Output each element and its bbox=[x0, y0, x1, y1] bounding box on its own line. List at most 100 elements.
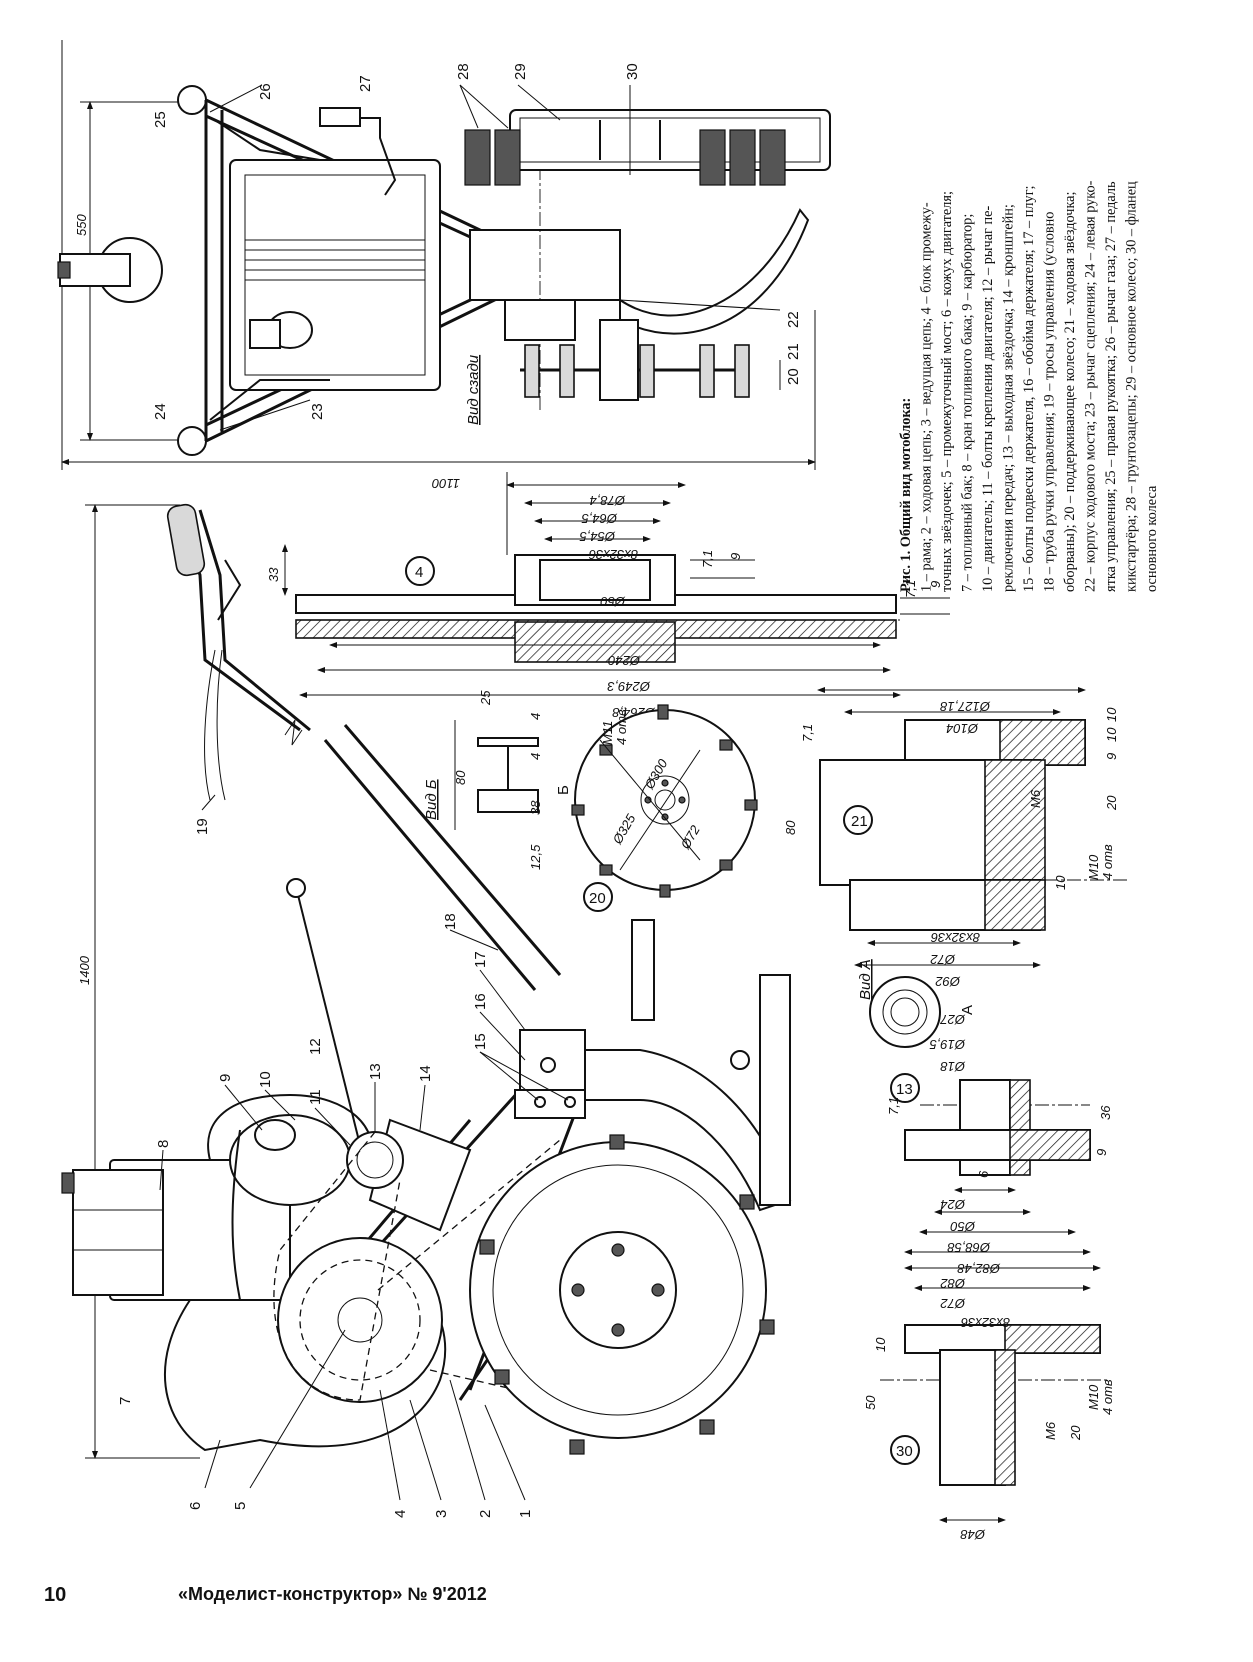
callout-3: 3 bbox=[433, 1510, 450, 1518]
dim-6: 6 bbox=[976, 1170, 991, 1178]
callout-4: 4 bbox=[392, 1510, 409, 1518]
caption-line: реключения передач; 13 – выходная звёздо… bbox=[1001, 204, 1017, 592]
dim-48: Ø48 bbox=[960, 1527, 986, 1542]
dim-50: Ø50 bbox=[600, 594, 626, 609]
dim-92: Ø92 bbox=[935, 974, 961, 989]
callout-14: 14 bbox=[417, 1065, 434, 1082]
dim-8x32x36: 8х32х36 bbox=[588, 547, 638, 562]
detail-marker-21: 21 bbox=[851, 813, 868, 830]
view-rear-title: Вид сзади bbox=[465, 354, 482, 425]
callout-10: 10 bbox=[257, 1071, 274, 1088]
dim-25: 25 bbox=[478, 690, 493, 706]
dim-68-58: Ø68,58 bbox=[947, 1240, 991, 1255]
side-wheel-lugs bbox=[479, 1134, 775, 1455]
dim-10-21b: 10 bbox=[1104, 707, 1119, 722]
dim-249-3: Ø249,3 bbox=[607, 679, 651, 694]
view-b-title: Вид Б bbox=[423, 779, 440, 820]
dim-78-4: Ø78,4 bbox=[590, 493, 626, 508]
dim-4-a: 4 bbox=[528, 713, 543, 720]
dim-33: 33 bbox=[266, 567, 281, 582]
callout-13: 13 bbox=[367, 1063, 384, 1080]
dim-m11-holes: 4 отв. bbox=[614, 706, 629, 745]
dim-m11: M11 bbox=[600, 721, 615, 745]
page-number: 10 bbox=[44, 1584, 67, 1606]
callout-12: 12 bbox=[307, 1038, 324, 1055]
dim-holes-21: 4 отв bbox=[1100, 844, 1115, 880]
figure-caption: Рис. 1. Общий вид мотоблока: 1 – рама; 2… bbox=[898, 180, 1160, 592]
callout-18: 18 bbox=[442, 913, 459, 930]
dim-36: 36 bbox=[1098, 1105, 1113, 1120]
detail-13-output-sprocket: 13 Ø27,5 Ø19,5 Ø18 Ø24 Ø50 Ø68,58 Ø82,48… bbox=[857, 959, 1113, 1276]
callout-9: 9 bbox=[217, 1074, 234, 1082]
dim-20-21: 20 bbox=[1104, 795, 1119, 811]
dim-m6-30: M6 bbox=[1043, 1421, 1058, 1440]
caption-line: 15 – болты подвески держателя, 16 – обой… bbox=[1021, 185, 1037, 592]
callout-25: 25 bbox=[152, 111, 169, 128]
support-wheel-lugs bbox=[571, 704, 758, 898]
dim-38: 38 bbox=[528, 800, 543, 815]
callout-26: 26 bbox=[257, 83, 274, 100]
dim-10-21c: 10 bbox=[1053, 875, 1068, 890]
detail-marker-13: 13 bbox=[896, 1081, 913, 1098]
callout-30: 30 bbox=[624, 63, 641, 80]
dim-9-a: 9 bbox=[728, 553, 743, 560]
dim-7-1-b: 7,1 bbox=[903, 580, 918, 598]
dim-4-b: 4 bbox=[528, 753, 543, 760]
caption-title: Рис. 1. Общий вид мотоблока: bbox=[898, 398, 914, 592]
dim-80-21: 80 bbox=[783, 820, 798, 835]
callout-29: 29 bbox=[512, 63, 529, 80]
callout-6: 6 bbox=[187, 1502, 204, 1510]
dim-7-1-13: 7,1 bbox=[886, 1097, 901, 1115]
dim-m6-21: M6 bbox=[1028, 789, 1043, 808]
magazine-title: «Моделист-конструктор» № 9'2012 bbox=[178, 1584, 487, 1604]
callout-11: 11 bbox=[307, 1089, 324, 1105]
dim-8x32x36-30: 8х32х36 bbox=[960, 1315, 1010, 1330]
callout-17: 17 bbox=[472, 951, 489, 968]
callout-8: 8 bbox=[155, 1140, 172, 1148]
dim-550: 550 bbox=[74, 214, 89, 236]
caption-line: 7 – топливный бак; 8 – кран топливного б… bbox=[960, 214, 976, 592]
dim-82-30: Ø82 bbox=[940, 1276, 966, 1291]
view-a-arrow: А bbox=[959, 1005, 976, 1015]
callout-23: 23 bbox=[309, 403, 326, 420]
callout-24: 24 bbox=[152, 403, 169, 420]
wheel-lugs bbox=[464, 129, 786, 186]
dim-1100: 1100 bbox=[431, 476, 460, 491]
callout-28: 28 bbox=[455, 63, 472, 80]
detail-20-support-wheel: Ø300 Ø325 Ø72 M11 4 отв. 20 80 25 4 4 38… bbox=[423, 690, 758, 912]
callout-15: 15 bbox=[472, 1033, 489, 1050]
dim-104: Ø104 bbox=[946, 721, 979, 736]
caption-line: основного колеса bbox=[1144, 485, 1160, 592]
dim-18: Ø18 bbox=[940, 1059, 966, 1074]
callout-2: 2 bbox=[477, 1510, 494, 1518]
caption-line: кикстартёра; 28 – грунтозацепы; 29 – осн… bbox=[1124, 181, 1140, 592]
detail-30-wheel-flange: 30 Ø82 Ø72 8х32х36 Ø48 50 10 M6 20 M10 4… bbox=[863, 1265, 1115, 1542]
dim-m10-30: M10 bbox=[1086, 1384, 1101, 1410]
dim-holes-30: 4 отв bbox=[1100, 1379, 1115, 1415]
dim-9-21: 9 bbox=[1104, 753, 1119, 760]
dim-80-b: 80 bbox=[453, 770, 468, 785]
dim-10-21: 10 bbox=[1104, 727, 1119, 742]
detail-4-sprocket-block: 4 33 Ø78,4 Ø64,5 Ø54,5 8х32х36 Ø50 Ø240 … bbox=[266, 472, 950, 720]
dim-8x32x36-21: 8х32х36 bbox=[930, 930, 980, 945]
caption-line: оборваны); 20 – поддерживающее колесо; 2… bbox=[1062, 191, 1078, 592]
caption-line: 22 – корпус ходового моста; 23 – рычаг с… bbox=[1083, 180, 1099, 592]
detail-marker-20: 20 bbox=[589, 890, 606, 907]
detail-21-drive-sprocket: 21 Ø127,18 Ø104 Ø92 Ø72 8х32х36 80 7,1 1… bbox=[783, 687, 1130, 989]
rear-view: 550 1100 bbox=[57, 40, 831, 491]
side-view: 1400 bbox=[61, 503, 792, 1518]
callout-21: 21 bbox=[785, 343, 802, 360]
dim-24: Ø24 bbox=[940, 1197, 966, 1212]
caption-line: 1 – рама; 2 – ходовая цепь; 3 – ведущая … bbox=[919, 202, 935, 592]
dim-72-30: Ø72 bbox=[940, 1296, 966, 1311]
callout-27: 27 bbox=[357, 75, 374, 92]
dim-19-5: Ø19,5 bbox=[929, 1037, 966, 1052]
dim-10-30: 10 bbox=[873, 1337, 888, 1352]
dim-9-b: 9 bbox=[928, 581, 943, 588]
caption-line: точных звёздочек; 5 – промежуточный мост… bbox=[939, 191, 955, 592]
dim-54-5: Ø54,5 bbox=[579, 529, 616, 544]
caption-line: 10 – двигатель; 11 – болты крепления дви… bbox=[980, 206, 996, 592]
view-b-arrow: Б bbox=[555, 785, 572, 795]
callout-7: 7 bbox=[117, 1397, 134, 1405]
